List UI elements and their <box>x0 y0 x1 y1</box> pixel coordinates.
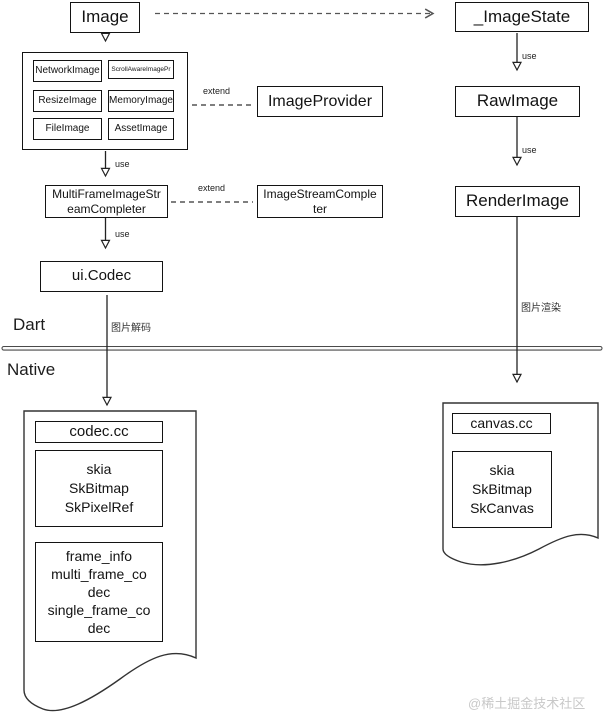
node-canvas-skia: skia SkBitmap SkCanvas <box>452 451 552 528</box>
label-use-renderimage: use <box>522 145 537 155</box>
node-scrollawareimageprovider: ScrollAwareImagePr <box>108 60 174 79</box>
label-image-decode: 图片解码 <box>111 323 151 334</box>
node-rawimage: RawImage <box>455 86 580 117</box>
label-native-layer: Native <box>7 360 56 379</box>
node-codec-frames: frame_info multi_frame_co dec single_fra… <box>35 542 163 642</box>
node-imagestreamcompleter: ImageStreamComple ter <box>257 185 383 218</box>
node-assetimage: AssetImage <box>108 118 174 140</box>
dart-native-divider-line <box>1 345 603 351</box>
node-image: Image <box>70 2 140 33</box>
node-memoryimage: MemoryImage <box>108 90 174 112</box>
provider-group-box <box>22 52 188 150</box>
label-dart-layer: Dart <box>13 315 46 334</box>
label-use-rawimage: use <box>522 51 537 61</box>
node-uicodec: ui.Codec <box>40 261 163 292</box>
label-extend-provider: extend <box>203 86 231 96</box>
node-renderimage: RenderImage <box>455 186 580 217</box>
node-canvas-cc: canvas.cc <box>452 413 551 434</box>
label-use-uicodec: use <box>115 229 130 239</box>
node-networkimage: NetworkImage <box>33 60 102 82</box>
label-extend-completer: extend <box>198 183 226 193</box>
node-fileimage: FileImage <box>33 118 102 140</box>
label-use-providers: use <box>115 159 130 169</box>
juejin-watermark: @稀土掘金技术社区 <box>468 696 586 711</box>
node-multiframeimagestreamcompleter: MultiFrameImageStr eamCompleter <box>45 185 168 218</box>
node-codec-cc: codec.cc <box>35 421 163 443</box>
node-codec-skia: skia SkBitmap SkPixelRef <box>35 450 163 527</box>
label-image-render: 图片渲染 <box>521 303 561 314</box>
node-imageprovider: ImageProvider <box>257 86 383 117</box>
node-imagestate: _ImageState <box>455 2 589 32</box>
node-resizeimage: ResizeImage <box>33 90 102 112</box>
